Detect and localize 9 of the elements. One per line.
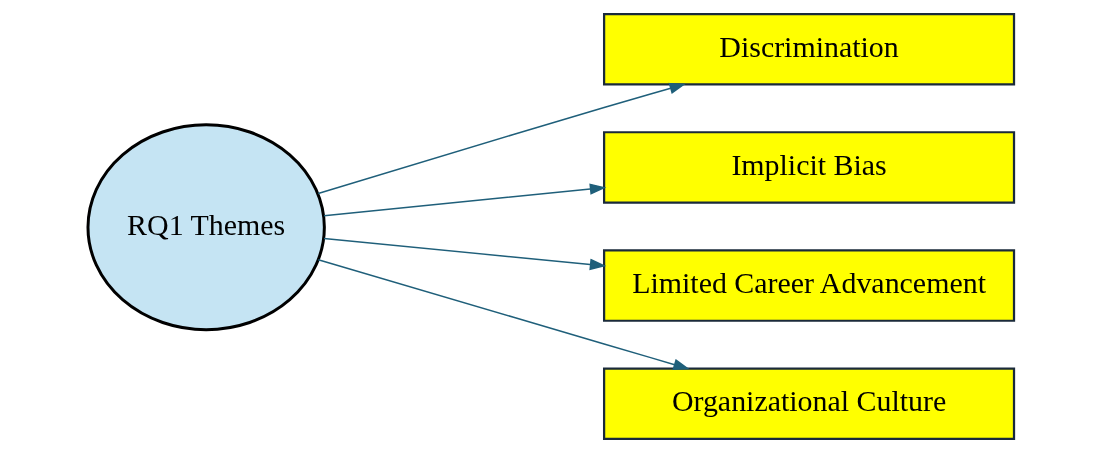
arrow — [322, 183, 606, 217]
node-box: Discrimination — [602, 12, 1015, 86]
arrow — [316, 82, 686, 195]
arrow — [322, 237, 606, 271]
arrow — [317, 259, 690, 371]
node-box: Limited Career Advancement — [602, 249, 1015, 322]
node-box: Organizational Culture — [602, 367, 1015, 441]
node-box: Implicit Bias — [602, 131, 1015, 204]
node-ellipse: RQ1 Themes — [86, 123, 326, 332]
